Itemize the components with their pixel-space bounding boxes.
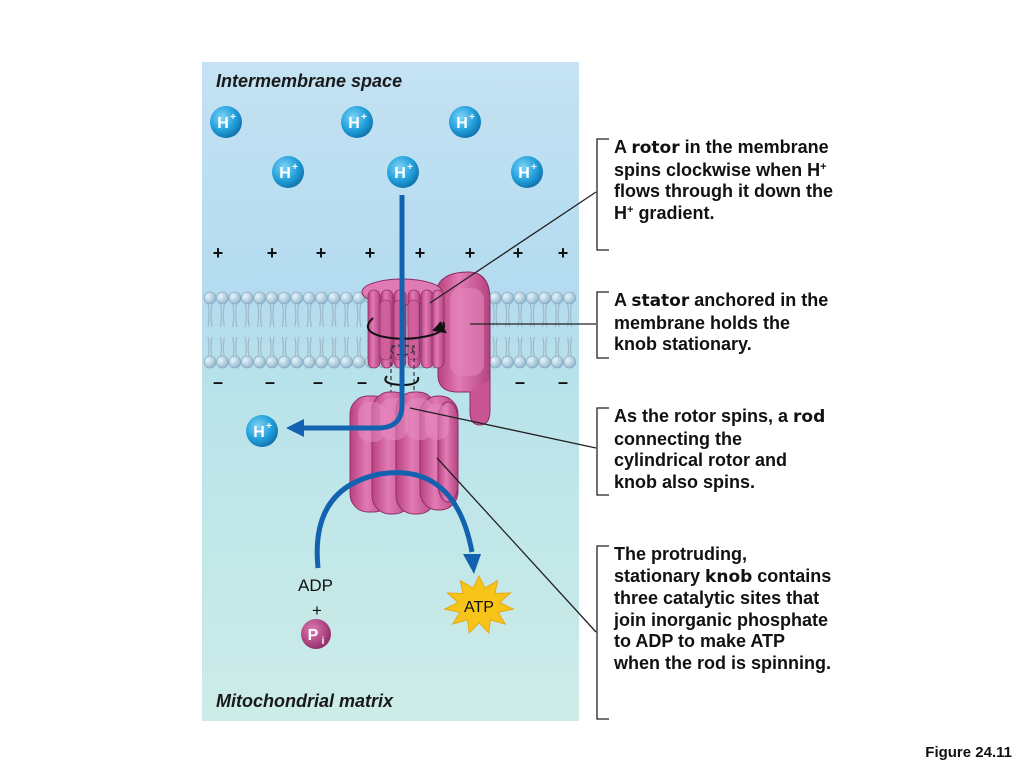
synthesis-arrow [314, 470, 481, 574]
proton-ions: H+H+H+H+H+H+H+ [210, 106, 543, 447]
svg-text:+: + [531, 162, 537, 173]
phosphate-ion: P i [301, 619, 331, 649]
plus-charge: + [465, 243, 476, 263]
hplus-ion-icon: H+ [387, 156, 419, 188]
svg-text:H: H [456, 115, 468, 132]
hplus-ion-icon: H+ [341, 106, 373, 138]
knob-callout: The protruding, stationary knob contains… [614, 544, 832, 673]
plus-charge: + [558, 243, 569, 263]
minus-charge: – [515, 372, 525, 392]
mitochondrial-matrix-label: Mitochondrial matrix [216, 691, 394, 711]
hplus-ion-icon: H+ [511, 156, 543, 188]
pi-subscript: i [322, 636, 325, 647]
minus-charge: – [213, 372, 223, 392]
hplus-ion-icon: H+ [210, 106, 242, 138]
minus-charge: – [313, 372, 323, 392]
leader-lines [409, 191, 597, 633]
svg-text:H: H [279, 165, 291, 182]
svg-text:H: H [394, 165, 406, 182]
svg-text:+: + [230, 112, 236, 123]
minus-charge: – [357, 372, 367, 392]
adp-label: ADP [298, 576, 333, 595]
svg-text:+: + [266, 421, 272, 432]
minus-charge: – [265, 372, 275, 392]
rod-keyword: rod [793, 407, 826, 427]
intermembrane-space-label: Intermembrane space [216, 71, 403, 91]
rotor [361, 278, 445, 369]
hplus-ion-icon: H+ [246, 415, 278, 447]
stator [437, 271, 491, 426]
svg-text:H: H [217, 115, 229, 132]
plus-charge: + [365, 243, 376, 263]
charge-signs: + + + + + + + + – – – – – – [213, 243, 569, 392]
plus-charge: + [513, 243, 524, 263]
minus-charge: – [558, 372, 568, 392]
callout-brackets [596, 138, 609, 720]
svg-text:+: + [407, 162, 413, 173]
hplus-ion-icon: H+ [449, 106, 481, 138]
plus-charge: + [213, 243, 224, 263]
knob-keyword: knob [705, 566, 753, 587]
svg-text:+: + [469, 112, 475, 123]
svg-text:H: H [518, 165, 530, 182]
stator-callout: A stator anchored in the membrane holds … [614, 290, 829, 354]
hplus-ion-icon: H+ [272, 156, 304, 188]
svg-text:+: + [361, 112, 367, 123]
proton-flow-arrow [286, 195, 405, 437]
rod-callout: As the rotor spins, a rod connecting the… [614, 406, 826, 492]
plus-charge: + [316, 243, 327, 263]
atp-label: ATP [464, 599, 494, 616]
svg-text:+: + [292, 162, 298, 173]
plus-charge: + [415, 243, 426, 263]
rotor-callout: A rotor in the membrane spins clockwise … [614, 137, 833, 223]
pi-symbol: P [308, 627, 319, 644]
rotor-keyword: rotor [631, 138, 680, 158]
plus-charge: + [267, 243, 278, 263]
svg-text:H: H [253, 424, 265, 441]
plus-sign: + [312, 601, 322, 620]
svg-text:H: H [348, 115, 360, 132]
atp-star: ATP [443, 574, 515, 635]
figure-label: Figure 24.11 [925, 744, 1012, 761]
stator-keyword: stator [631, 291, 690, 311]
